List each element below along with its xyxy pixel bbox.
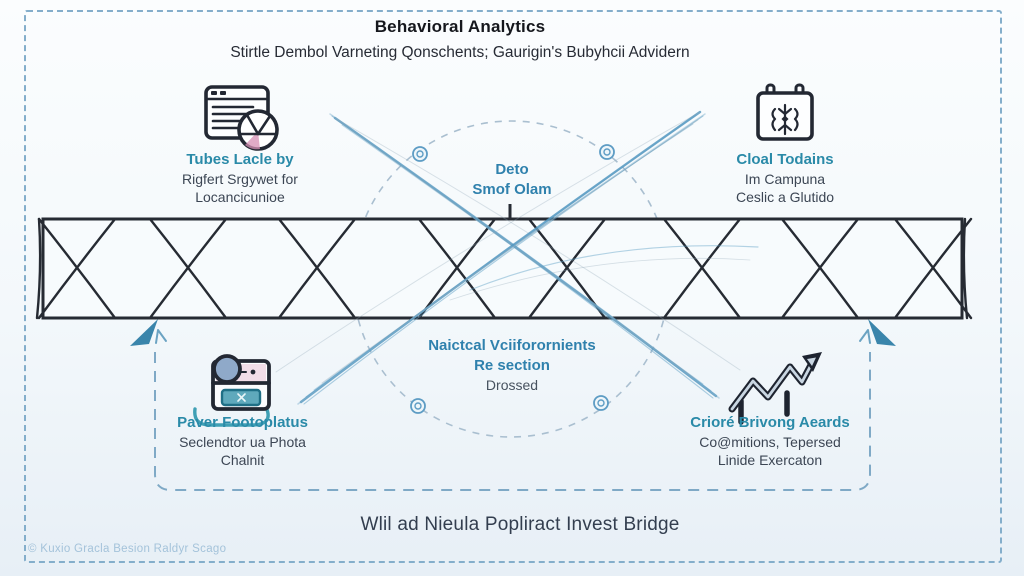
node-title: Cloal Todains [736,151,834,168]
calendar-snowflake-icon [756,83,814,141]
watermark: © Kuxio Gracla Besion Raldyr Scago [28,543,227,555]
orbit-node-icon [593,395,609,411]
center-top-label: Deto Smof Olam [412,160,612,200]
node-title: Paver Footoplatus [177,414,308,431]
node-line: Ceslic a Glutido [735,189,835,206]
node-line: Im Campuna [744,170,826,187]
node-line: Chalnit [220,452,265,469]
page-title: Behavioral Analytics [374,17,546,36]
node-bottom-left: Paver Footoplatus Seclendtor ua Phota Ch… [130,413,355,470]
center-mid-label: Naictcal Vciiforornients Re section Dros… [372,336,652,394]
node-line: Seclendtor ua Phota [179,433,306,450]
center-label-line: Naictcal Vciiforornients [428,337,596,354]
center-label-line: Re section [474,356,550,374]
node-title: Tubes Lacle by [186,151,294,168]
node-line: Rigfert Srgywet for [182,170,298,187]
node-top-left: Tubes Lacle by Rigfert Srgywet for Locan… [130,150,350,207]
camera-device-icon [193,354,271,427]
node-line: Co@mitions, Tepersed [699,433,841,450]
center-label-line: Smof Olam [472,180,552,198]
fan-beams [275,110,759,405]
page-subtitle: Stirtle Dembol Varneting Qonschents; Gau… [230,44,690,62]
browser-analytics-icon [204,85,279,151]
header: Behavioral Analytics Stirtle Dembol Varn… [0,16,920,64]
node-bottom-right: Crioré Brivong Aeards Co@mitions, Tepers… [655,413,885,470]
bottom-caption: Wlil ad Nieula Popliract Invest Bridge [360,514,680,535]
bridge-truss [35,204,973,320]
center-label-line: Deto [495,161,529,178]
node-line: Locancicunioe [195,189,285,206]
center-label-line: Drossed [485,376,539,393]
orbit-node-icon [412,146,428,162]
dashed-container-arrows [130,319,896,346]
node-top-right: Cloal Todains Im Campuna Ceslic a Glutid… [675,150,895,207]
orbit-node-icon [599,144,615,160]
orbit-node-icon [410,398,426,414]
node-line: Linide Exercaton [717,452,823,469]
trend-arrow-icon [728,352,822,425]
orbit-nodes [410,144,615,414]
node-title: Crioré Brivong Aeards [690,414,850,431]
